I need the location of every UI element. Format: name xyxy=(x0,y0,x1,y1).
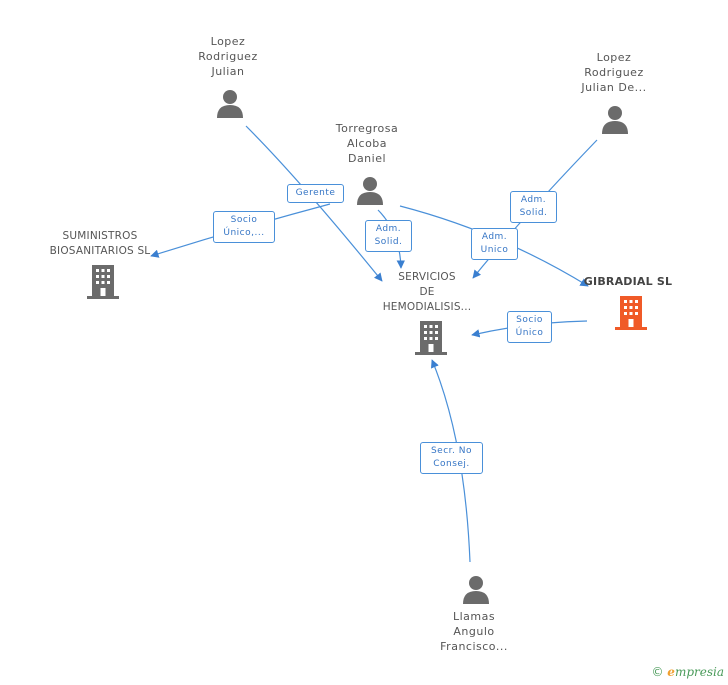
empresia-brand[interactable]: © empresia xyxy=(651,665,724,679)
copyright-symbol: © xyxy=(651,665,664,679)
edge-label-gerente[interactable]: Gerente xyxy=(287,184,344,203)
edge-label-adm-solid-2[interactable]: Adm. Solid. xyxy=(510,191,557,223)
company-label-suministros[interactable]: SUMINISTROS BIOSANITARIOS SL xyxy=(49,230,151,257)
building-icon[interactable] xyxy=(87,265,119,299)
person-label-lopez-julian[interactable]: Lopez Rodriguez Julian xyxy=(198,35,258,78)
person-label-lopez-julian-de[interactable]: Lopez Rodriguez Julian De... xyxy=(581,51,647,94)
person-icon[interactable] xyxy=(216,88,244,118)
person-icon[interactable] xyxy=(601,104,629,134)
person-icon[interactable] xyxy=(462,574,490,604)
person-label-llamas[interactable]: Llamas Angulo Francisco... xyxy=(440,610,508,653)
edge-label-adm-unico[interactable]: Adm. Unico xyxy=(471,228,518,260)
edge-label-secr-no-consej[interactable]: Secr. No Consej. xyxy=(420,442,483,474)
edge-label-socio-unico-1[interactable]: Socio Único,... xyxy=(213,211,275,243)
brand-e: e xyxy=(667,665,675,679)
company-label-gibradial[interactable]: GIBRADIAL SL xyxy=(583,275,673,288)
building-icon[interactable] xyxy=(615,296,647,330)
company-label-servicios[interactable]: SERVICIOS DE HEMODIALISIS... xyxy=(382,271,472,313)
edge-label-adm-solid-1[interactable]: Adm. Solid. xyxy=(365,220,412,252)
brand-rest: mpresia xyxy=(674,665,724,679)
building-icon[interactable] xyxy=(415,321,447,355)
edge-label-socio-unico-2[interactable]: Socio Único xyxy=(507,311,552,343)
person-icon[interactable] xyxy=(356,175,384,205)
person-label-torregrosa[interactable]: Torregrosa Alcoba Daniel xyxy=(335,122,399,165)
